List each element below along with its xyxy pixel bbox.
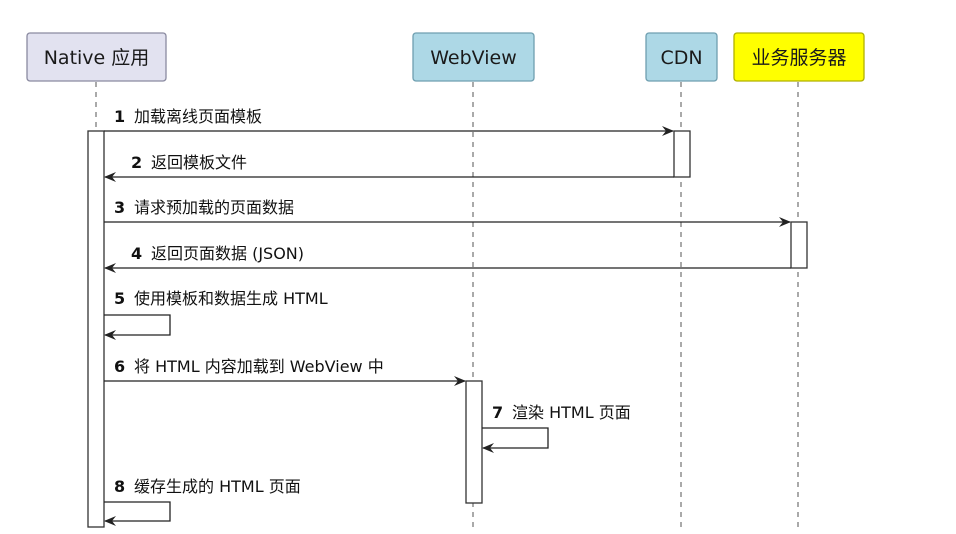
participant-label: WebView <box>430 47 517 69</box>
participant-label: 业务服务器 <box>751 47 846 69</box>
message-number: 7 <box>492 403 503 422</box>
message-number: 5 <box>114 289 125 308</box>
message-label: 使用模板和数据生成 HTML <box>134 289 328 308</box>
message-7: 7 渲染 HTML 页面 <box>482 403 631 453</box>
activation-native <box>87 130 105 528</box>
message-3: 3 请求预加载的页面数据 <box>104 198 791 227</box>
participant-native: Native 应用 <box>26 32 167 82</box>
message-label: 渲染 HTML 页面 <box>512 403 631 422</box>
participant-box <box>26 32 167 82</box>
message-label: 返回模板文件 <box>151 153 247 172</box>
participant-box <box>645 32 718 82</box>
activation-webview <box>465 380 483 504</box>
message-label: 缓存生成的 HTML 页面 <box>134 477 301 496</box>
message-arrow <box>104 314 171 340</box>
activation-server <box>790 221 808 269</box>
participant-label: CDN <box>660 47 702 69</box>
message-label: 将 HTML 内容加载到 WebView 中 <box>134 357 384 376</box>
participant-box <box>412 32 535 82</box>
message-number: 6 <box>114 357 125 376</box>
message-label: 返回页面数据 (JSON) <box>151 244 304 263</box>
message-number: 1 <box>114 107 125 126</box>
message-arrow <box>104 501 171 526</box>
message-number: 8 <box>114 477 125 496</box>
participant-webview: WebView <box>412 32 535 82</box>
message-8: 8 缓存生成的 HTML 页面 <box>104 477 301 526</box>
message-6: 6 将 HTML 内容加载到 WebView 中 <box>104 357 466 386</box>
message-1: 1 加载离线页面模板 <box>104 107 674 136</box>
activation-cdn <box>673 130 691 178</box>
participant-box <box>733 32 865 82</box>
participant-label: Native 应用 <box>44 47 150 69</box>
message-5: 5 使用模板和数据生成 HTML <box>104 289 328 340</box>
participant-server: 业务服务器 <box>733 32 865 82</box>
message-number: 4 <box>131 244 142 263</box>
message-4: 4 返回页面数据 (JSON) <box>104 244 791 273</box>
message-arrow <box>482 427 549 453</box>
message-label: 加载离线页面模板 <box>134 107 262 126</box>
message-number: 2 <box>131 153 142 172</box>
message-label: 请求预加载的页面数据 <box>134 198 294 217</box>
message-number: 3 <box>114 198 125 217</box>
participant-cdn: CDN <box>645 32 718 82</box>
message-2: 2 返回模板文件 <box>104 153 674 182</box>
